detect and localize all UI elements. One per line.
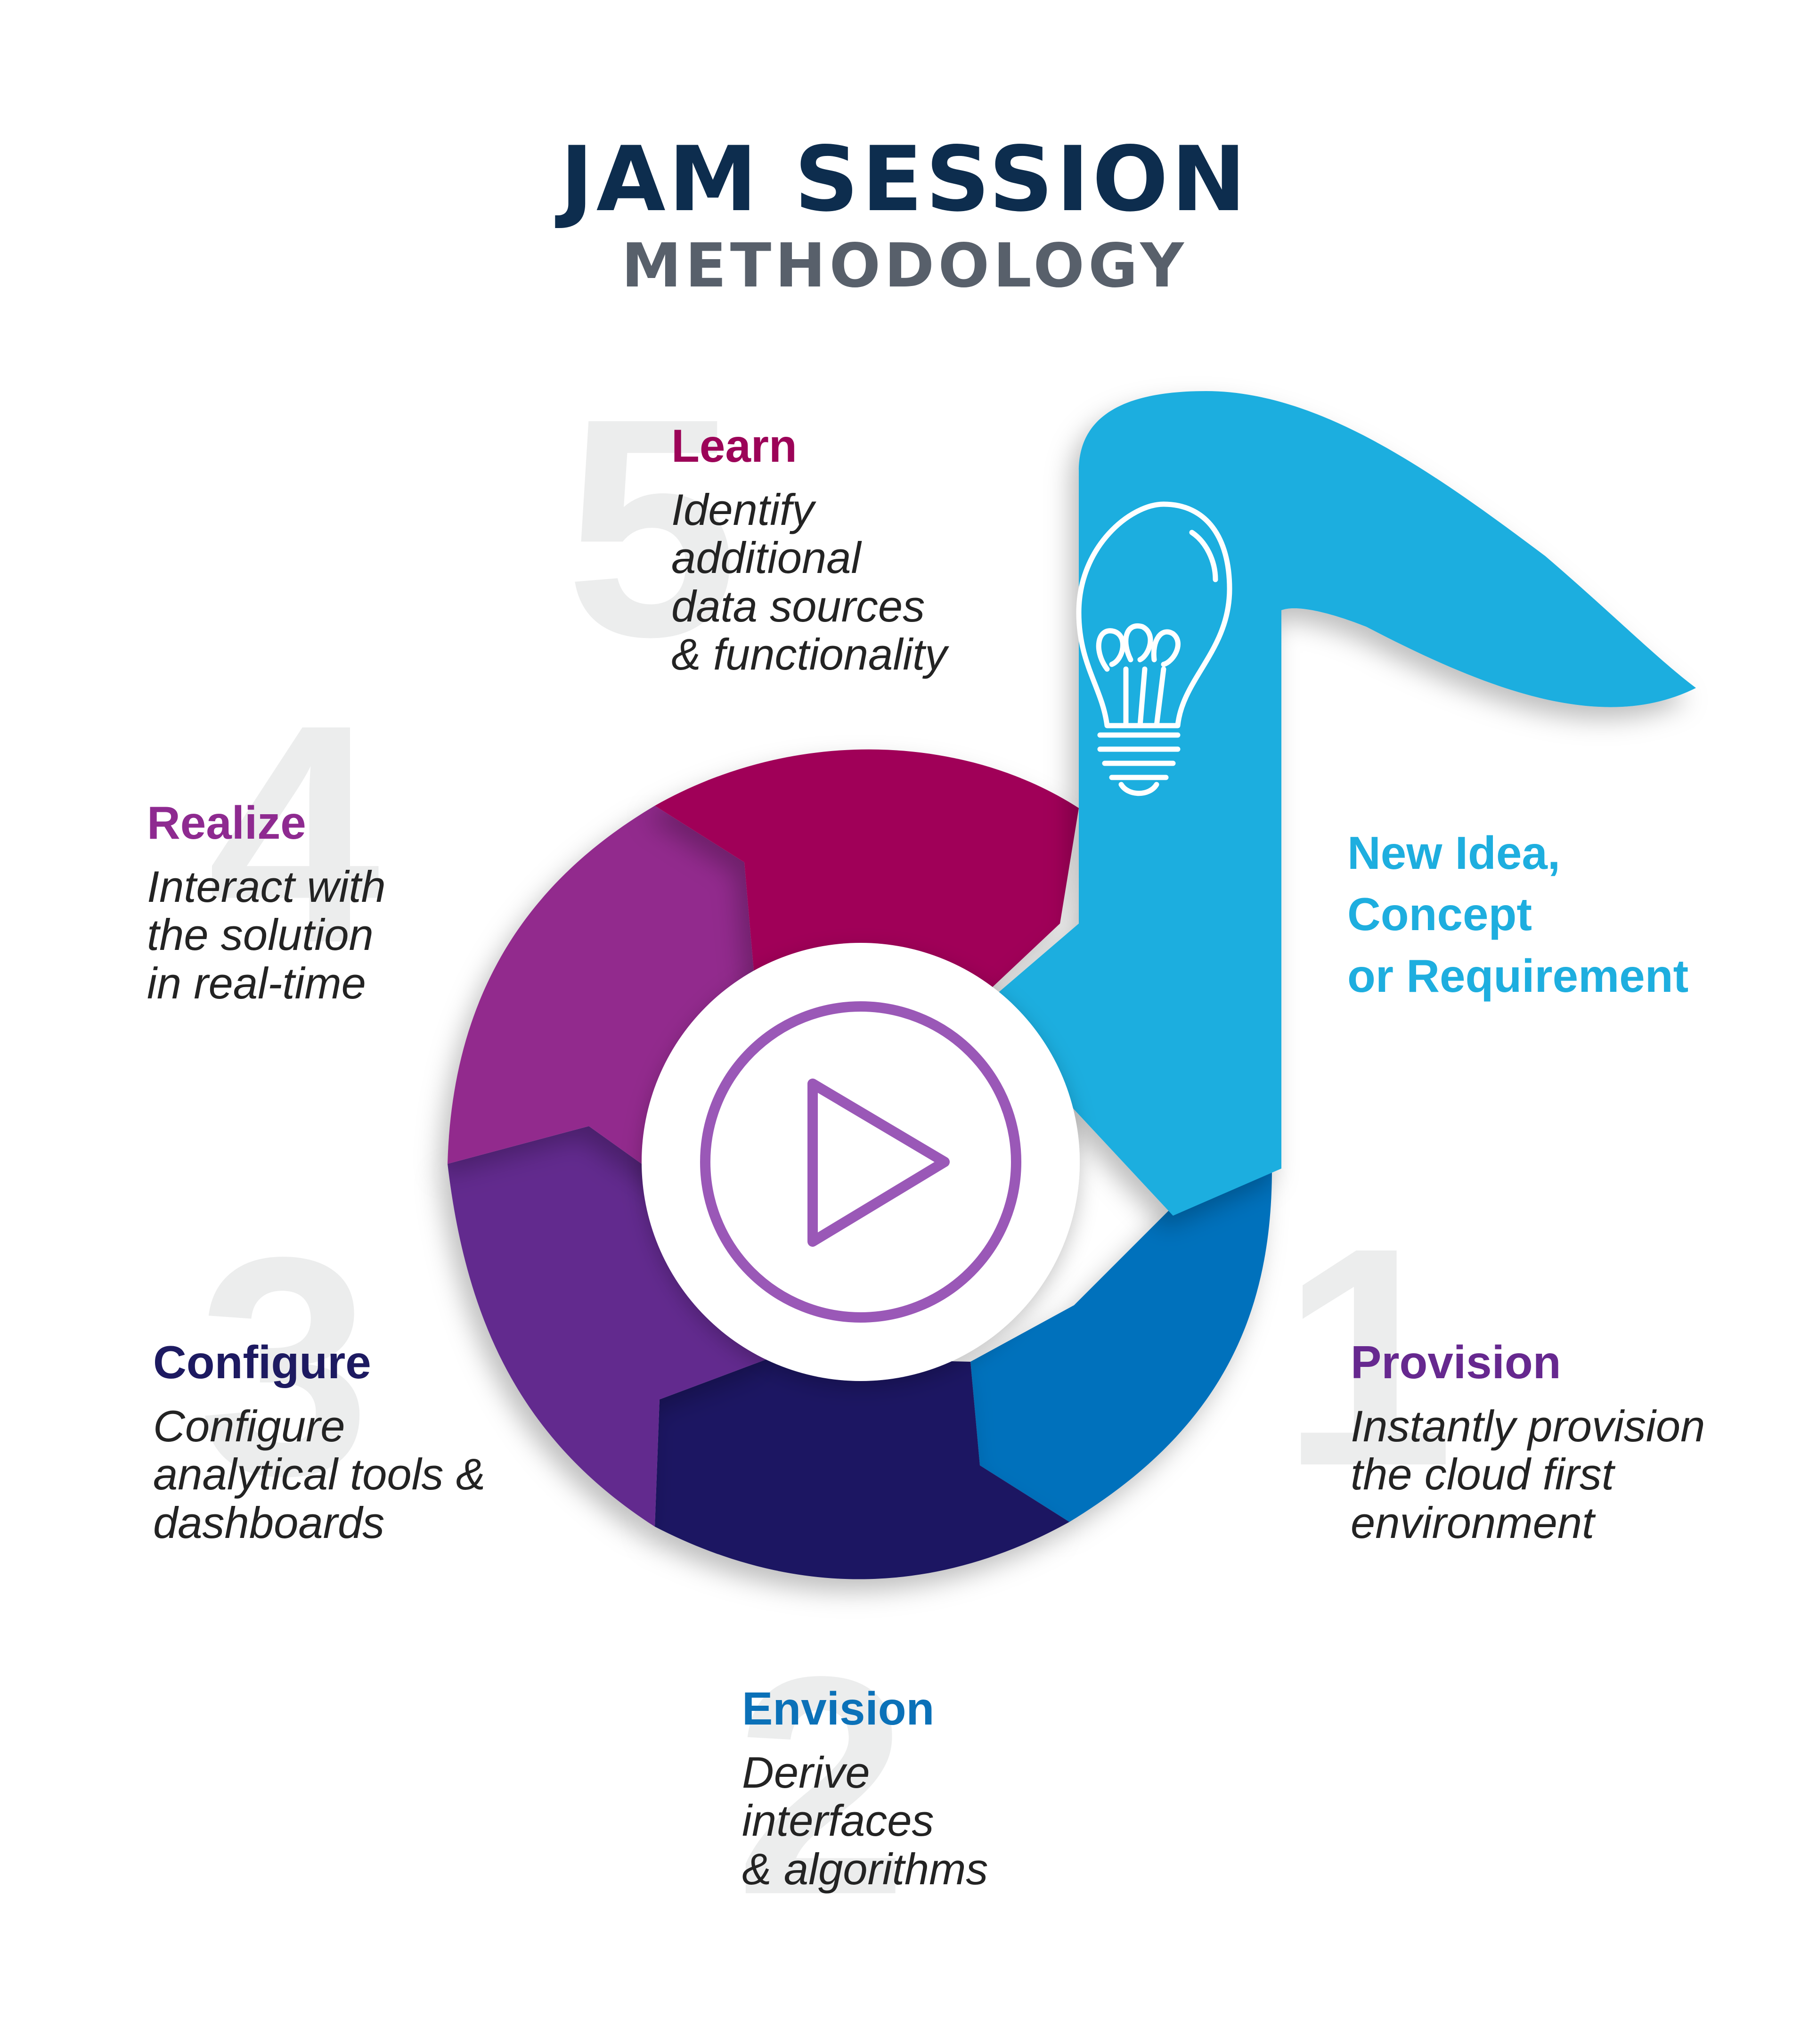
step-envision: Envision Derive interfaces & algorithms <box>742 1682 988 1893</box>
step-configure-title: Configure <box>153 1336 371 1388</box>
step-realize-title: Realize <box>147 797 306 849</box>
music-note <box>980 391 1696 1216</box>
segment-envision <box>655 1357 1069 1579</box>
segment-provision <box>970 1169 1272 1522</box>
step-envision-desc: Derive interfaces & algorithms <box>742 1747 988 1894</box>
segment-learn <box>655 749 1079 999</box>
idea-label: New Idea, Concept or Requirement <box>1347 827 1689 1002</box>
step-number-2: 2 <box>735 1612 908 1959</box>
step-number-4: 4 <box>207 660 381 1007</box>
step-configure-desc: Configure analytical tools & dashboards <box>153 1401 486 1547</box>
step-provision-title: Provision <box>1351 1336 1561 1388</box>
step-provision-desc: Instantly provision the cloud first envi… <box>1351 1401 1705 1547</box>
step-number-3: 3 <box>198 1193 371 1540</box>
step-realize-desc: Interact with the solution in real-time <box>147 861 386 1008</box>
title-main: JAM SESSION <box>560 127 1249 231</box>
play-icon[interactable] <box>700 1001 1021 1323</box>
step-configure: Configure Configure analytical tools & d… <box>153 1336 485 1547</box>
step-learn-desc: Identify additional data sources & funct… <box>671 484 947 679</box>
step-envision-title: Envision <box>742 1683 935 1734</box>
lightbulb-icon <box>1076 501 1232 796</box>
step-learn-title: Learn <box>671 420 797 472</box>
title-sub: METHODOLOGY <box>621 231 1188 301</box>
step-number-1: 1 <box>1281 1183 1455 1530</box>
step-learn: Learn Identify additional data sources &… <box>671 419 947 679</box>
step-provision: Provision Instantly provision the cloud … <box>1351 1336 1705 1547</box>
step-number-5: 5 <box>565 354 739 701</box>
step-realize: Realize Interact with the solution in re… <box>147 796 386 1007</box>
